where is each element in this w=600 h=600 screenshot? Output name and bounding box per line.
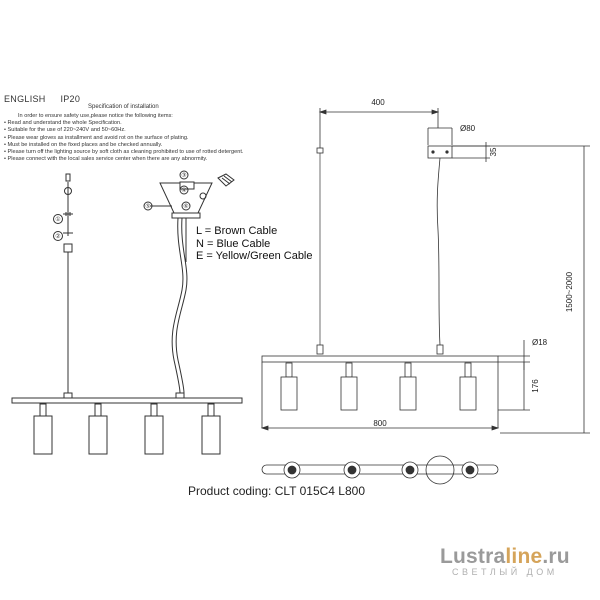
header: ENGLISH IP20 xyxy=(4,94,92,104)
step-label: ② xyxy=(55,233,60,240)
dim-shade-h: 176 xyxy=(531,379,540,393)
spot-shade xyxy=(399,362,417,411)
spot-shade xyxy=(280,362,298,411)
wiring-legend: L = Brown Cable N = Blue Cable E = Yello… xyxy=(196,225,313,263)
ip-rating: IP20 xyxy=(60,94,81,104)
canopy-exploded: ③ ④ ⑤ ⑥ xyxy=(143,170,235,219)
spec-item: In order to ensure safety use,please not… xyxy=(18,113,173,119)
spot-shade xyxy=(144,403,164,455)
spot-shade xyxy=(201,403,221,455)
top-view-spot xyxy=(401,461,419,479)
dim-total-len: 800 xyxy=(373,419,387,428)
dim-bar-dia: Ø18 xyxy=(532,338,548,347)
dim-canopy-h: 35 xyxy=(489,147,498,156)
wiring-item-live: L = Brown Cable xyxy=(196,225,278,237)
logo-text: Lustraline.ru xyxy=(440,545,570,568)
spec-item: • Read and understand the whole Specific… xyxy=(4,120,122,127)
left-fixture xyxy=(11,392,243,455)
spot-shade xyxy=(459,362,477,411)
cable xyxy=(175,217,188,394)
spot-shade xyxy=(340,362,358,411)
spot-shade xyxy=(88,403,108,455)
spec-item: • Must be installed on the fixed places … xyxy=(4,141,163,148)
dimension-drawing: 400 Ø80 35 1500~2000 Ø18 xyxy=(260,98,590,485)
spec-list: In order to ensure safety use,please not… xyxy=(4,113,243,163)
spec-item: • Please wear gloves as installment and … xyxy=(4,134,189,141)
wiring-item-earth: E = Yellow/Green Cable xyxy=(196,250,313,262)
spot-shade xyxy=(33,403,53,455)
wiring-item-neutral: N = Blue Cable xyxy=(196,237,271,250)
step-label: ⑤ xyxy=(145,203,150,210)
spec-item: • Please connect with the local sales se… xyxy=(4,156,208,163)
spec-item: • Suitable for the use of 220~240V and 5… xyxy=(4,127,126,134)
top-view-spot xyxy=(283,461,301,479)
step-label: ① xyxy=(55,216,60,223)
spec-title: Specification of installation xyxy=(88,104,159,110)
dim-top-width: 400 xyxy=(371,98,385,107)
product-code: Product coding: CLT 015C4 L800 xyxy=(188,484,366,498)
language-label: ENGLISH xyxy=(4,94,46,104)
dim-drop: 1500~2000 xyxy=(565,271,574,312)
logo-tagline: СВЕТЛЫЙ ДОМ xyxy=(452,567,558,577)
top-view-spot xyxy=(343,461,361,479)
watermark-logo: Lustraline.ru СВЕТЛЫЙ ДОМ xyxy=(440,545,570,577)
dim-canopy-dia: Ø80 xyxy=(460,124,476,133)
cable xyxy=(171,217,184,394)
mount-parts-stack: ① ② xyxy=(53,173,73,253)
step-label: ④ xyxy=(181,187,186,194)
step-label: ③ xyxy=(181,172,186,179)
spec-item: • Please turn off the lighting source by… xyxy=(4,149,244,156)
step-label: ⑥ xyxy=(183,203,188,210)
top-view-spot xyxy=(461,461,479,479)
